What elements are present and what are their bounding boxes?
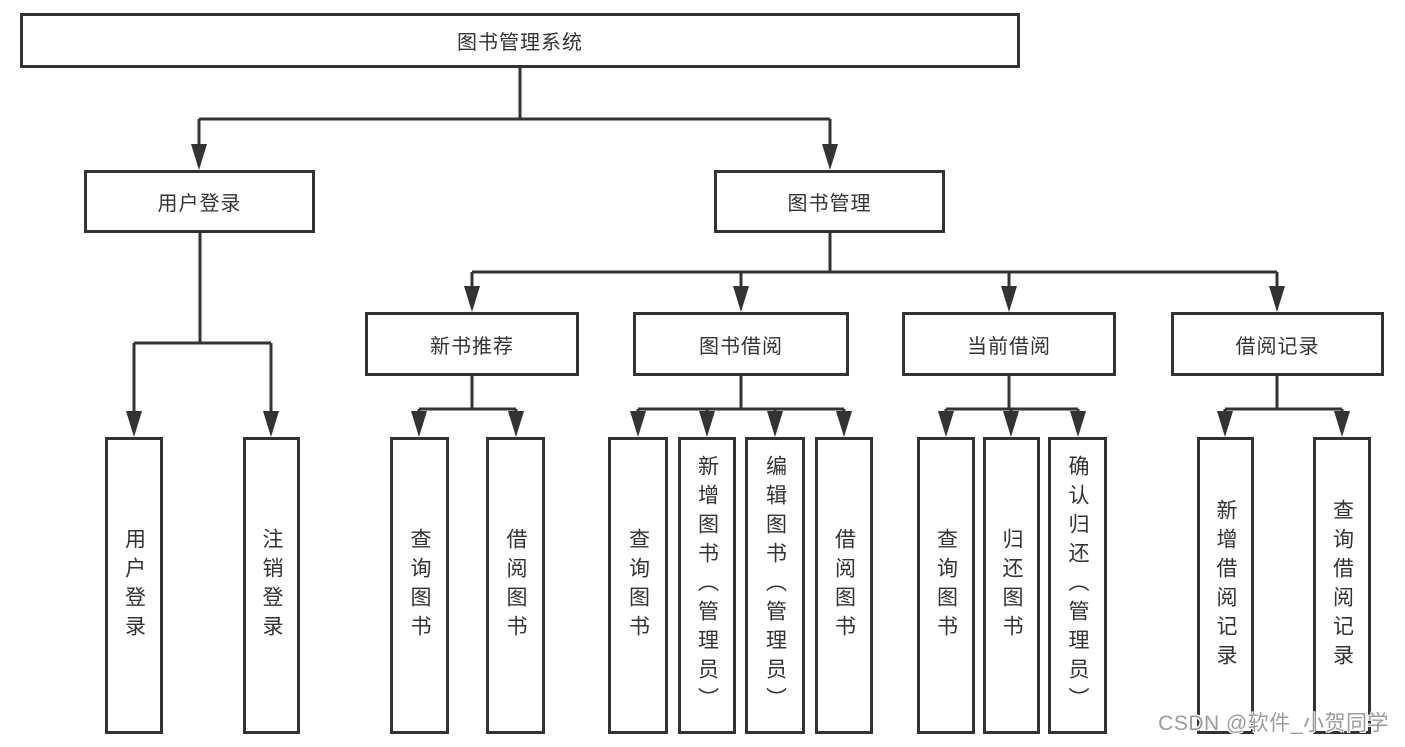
node-label: 查询图书 [408, 527, 431, 644]
node-query-books-borrowing: 查询图书 [608, 437, 668, 734]
node-return-books: 归还图书 [983, 437, 1040, 734]
node-label: 确认归还（管理员） [1066, 455, 1089, 716]
node-label: 借阅记录 [1235, 335, 1320, 358]
node-label: 借阅图书 [832, 527, 856, 644]
node-borrow-books-borrowing: 借阅图书 [815, 437, 873, 734]
node-current-borrowing: 当前借阅 [902, 312, 1116, 376]
node-borrow-books-recommend: 借阅图书 [486, 437, 545, 734]
node-query-borrow-record: 查询借阅记录 [1313, 437, 1371, 734]
node-logout-action: 注销登录 [243, 437, 300, 734]
node-confirm-return-admin: 确认归还（管理员） [1048, 437, 1107, 734]
node-label: 新增借阅记录 [1214, 498, 1237, 673]
node-book-borrowing: 图书借阅 [633, 312, 849, 376]
node-user-login-action: 用户登录 [105, 437, 163, 734]
node-label: 新书推荐 [430, 335, 514, 358]
node-label: 借阅图书 [504, 527, 527, 644]
node-user-login: 用户登录 [84, 170, 315, 233]
node-book-management: 图书管理 [714, 170, 945, 233]
node-label: 用户登录 [157, 193, 242, 215]
node-query-books-current: 查询图书 [917, 437, 975, 734]
node-borrowing-records: 借阅记录 [1171, 312, 1384, 376]
node-new-book-recommendation: 新书推荐 [365, 312, 579, 376]
node-label: 新增图书（管理员） [695, 455, 719, 716]
node-label: 编辑图书（管理员） [763, 455, 787, 716]
node-label: 当前借阅 [967, 335, 1051, 358]
node-add-borrow-record: 新增借阅记录 [1197, 437, 1254, 734]
node-label: 图书借阅 [699, 335, 783, 358]
node-label: 查询借阅记录 [1330, 498, 1354, 673]
watermark: CSDN @软件_小贺同学 [1158, 712, 1389, 735]
node-label: 注销登录 [260, 527, 283, 644]
node-query-books-recommend: 查询图书 [390, 437, 449, 734]
arrowhead-icon [126, 144, 1350, 437]
node-label: 查询图书 [934, 527, 958, 644]
node-label: 用户登录 [122, 527, 146, 644]
node-label: 归还图书 [1000, 527, 1023, 644]
node-library-management-system: 图书管理系统 [20, 13, 1020, 68]
node-label: 查询图书 [626, 527, 650, 644]
node-label: 图书管理系统 [457, 32, 583, 54]
node-edit-books-admin: 编辑图书（管理员） [745, 437, 805, 734]
node-label: 图书管理 [787, 193, 872, 215]
node-add-books-admin: 新增图书（管理员） [678, 437, 736, 734]
